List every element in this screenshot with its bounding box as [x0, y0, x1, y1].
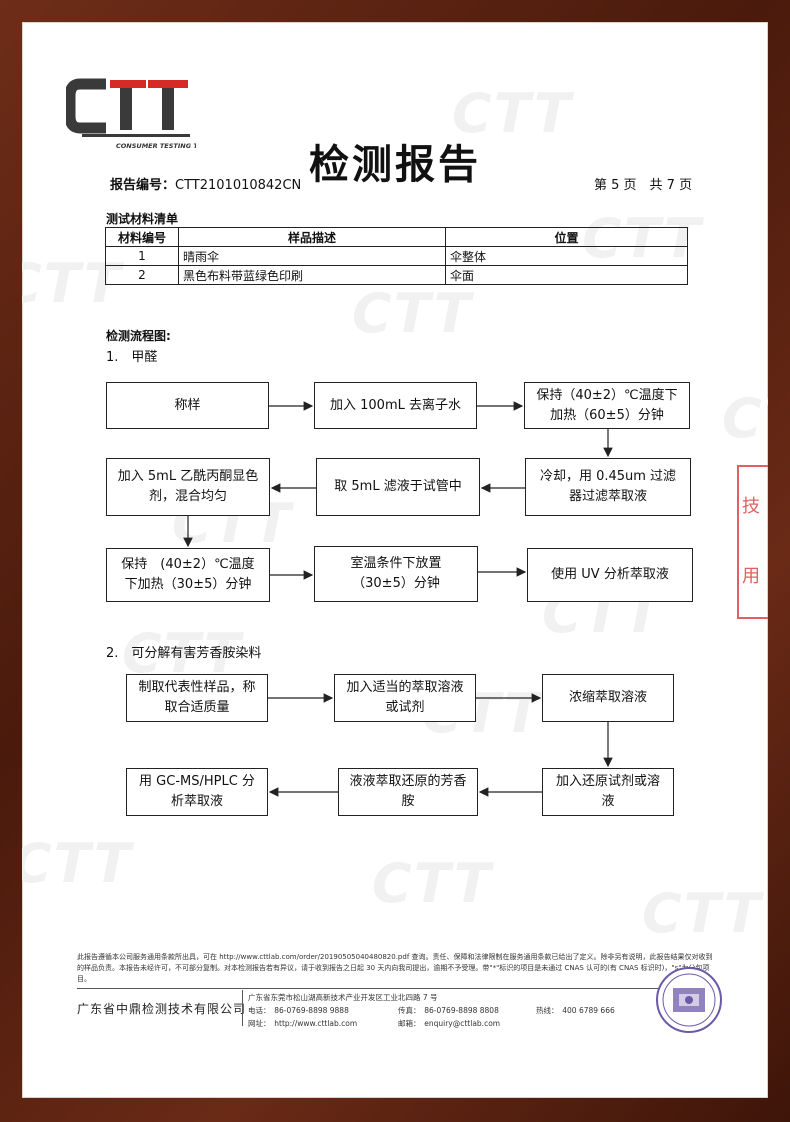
flow-box-prepare-sample: 制取代表性样品，称取合适质量 — [126, 674, 268, 722]
watermark: CTT — [722, 387, 768, 450]
watermark: CTT — [352, 282, 473, 345]
col-position: 位置 — [445, 227, 688, 247]
col-material-no: 材料编号 — [105, 227, 179, 247]
amine-dye-title: 2. 可分解有害芳香胺染料 — [106, 646, 262, 661]
cell-position: 伞整体 — [445, 246, 688, 266]
table-header-row: 材料编号 样品描述 位置 — [105, 227, 688, 247]
accreditation-stamp — [656, 967, 722, 1033]
flow-box-add-extraction: 加入适当的萃取溶液或试剂 — [334, 674, 476, 722]
cell-sample-desc: 晴雨伞 — [178, 246, 446, 266]
watermark: CTT — [22, 252, 123, 315]
page-info: 第 5 页 共 7 页 — [594, 178, 693, 193]
svg-text:技: 技 — [742, 496, 760, 517]
table-row: 1 晴雨伞 伞整体 — [105, 246, 688, 266]
materials-table: 材料编号 样品描述 位置 1 晴雨伞 伞整体 2 黑色布料带蓝绿色印刷 伞面 — [105, 227, 688, 285]
report-number-value: CTT2101010842CN — [175, 178, 302, 193]
flow-box-uv-analysis: 使用 UV 分析萃取液 — [527, 548, 693, 602]
company-email: 邮箱： enquiry@cttlab.com — [398, 1019, 501, 1028]
flow-section-title: 检测流程图: — [106, 329, 171, 343]
cell-material-no: 2 — [105, 265, 179, 285]
red-seal-fragment: 技 用 — [737, 465, 768, 619]
materials-section-title: 测试材料清单 — [106, 212, 179, 226]
logo-tagline: CONSUMER TESTING TECH — [116, 142, 196, 150]
flow-box-heat-60: 保持（40±2）℃温度下加热（60±5）分钟 — [524, 382, 690, 429]
flow-box-add-reducing: 加入还原试剂或溶液 — [542, 768, 674, 816]
flow-box-heat-30: 保持 (40±2）℃温度下加热（30±5）分钟 — [106, 548, 270, 602]
table-row: 2 黑色布料带蓝绿色印刷 伞面 — [105, 265, 688, 285]
flow-box-room-temp: 室温条件下放置（30±5）分钟 — [314, 546, 478, 602]
cell-position: 伞面 — [445, 265, 688, 285]
company-website: 网址： http://www.cttlab.com — [248, 1019, 358, 1028]
formaldehyde-title: 1. 甲醛 — [106, 350, 158, 365]
footer-disclaimer: 此报告遵循本公司服务通用条款所出具，可在 http://www.cttlab.c… — [77, 953, 713, 983]
footer-divider — [77, 988, 717, 989]
flow-box-gcms-analysis: 用 GC-MS/HPLC 分析萃取液 — [126, 768, 268, 816]
company-address: 广东省东莞市松山湖高新技术产业开发区工业北四路 7 号 — [248, 993, 438, 1002]
ctt-logo: CONSUMER TESTING TECH — [66, 78, 196, 150]
report-page: CTT CTT CTT CTT CTT CTT CTT CTT CTT CTT … — [22, 22, 768, 1098]
page-title: 检测报告 — [309, 141, 481, 188]
watermark: CTT — [22, 832, 133, 895]
watermark: CTT — [452, 82, 573, 145]
flow-box-add-water: 加入 100mL 去离子水 — [314, 382, 477, 429]
flow-box-cool-filter: 冷却，用 0.45um 过滤器过滤萃取液 — [525, 458, 691, 516]
cell-material-no: 1 — [105, 246, 179, 266]
flow-box-concentrate: 浓缩萃取溶液 — [542, 674, 674, 722]
company-fax: 传真： 86-0769-8898 8808 — [398, 1006, 499, 1015]
cell-sample-desc: 黑色布料带蓝绿色印刷 — [178, 265, 446, 285]
report-number-label: 报告编号： — [110, 178, 176, 193]
company-name: 广东省中鼎检测技术有限公司 — [77, 1002, 247, 1016]
flow-box-take-filtrate: 取 5mL 滤液于试管中 — [316, 458, 480, 516]
company-hotline: 热线： 400 6789 666 — [536, 1006, 615, 1015]
watermark: CTT — [642, 882, 763, 945]
flow-box-weigh: 称样 — [106, 382, 269, 429]
flow-box-liquid-extraction: 液液萃取还原的芳香胺 — [338, 768, 478, 816]
company-phone: 电话： 86-0769-8898 9888 — [248, 1006, 349, 1015]
flow-box-add-reagent: 加入 5mL 乙酰丙酮显色剂，混合均匀 — [106, 458, 270, 516]
watermark: CTT — [372, 852, 493, 915]
report-number: 报告编号：CTT2101010842CN — [110, 174, 301, 193]
footer-vertical-divider — [242, 990, 243, 1026]
svg-text:用: 用 — [742, 566, 760, 587]
col-sample-desc: 样品描述 — [178, 227, 446, 247]
